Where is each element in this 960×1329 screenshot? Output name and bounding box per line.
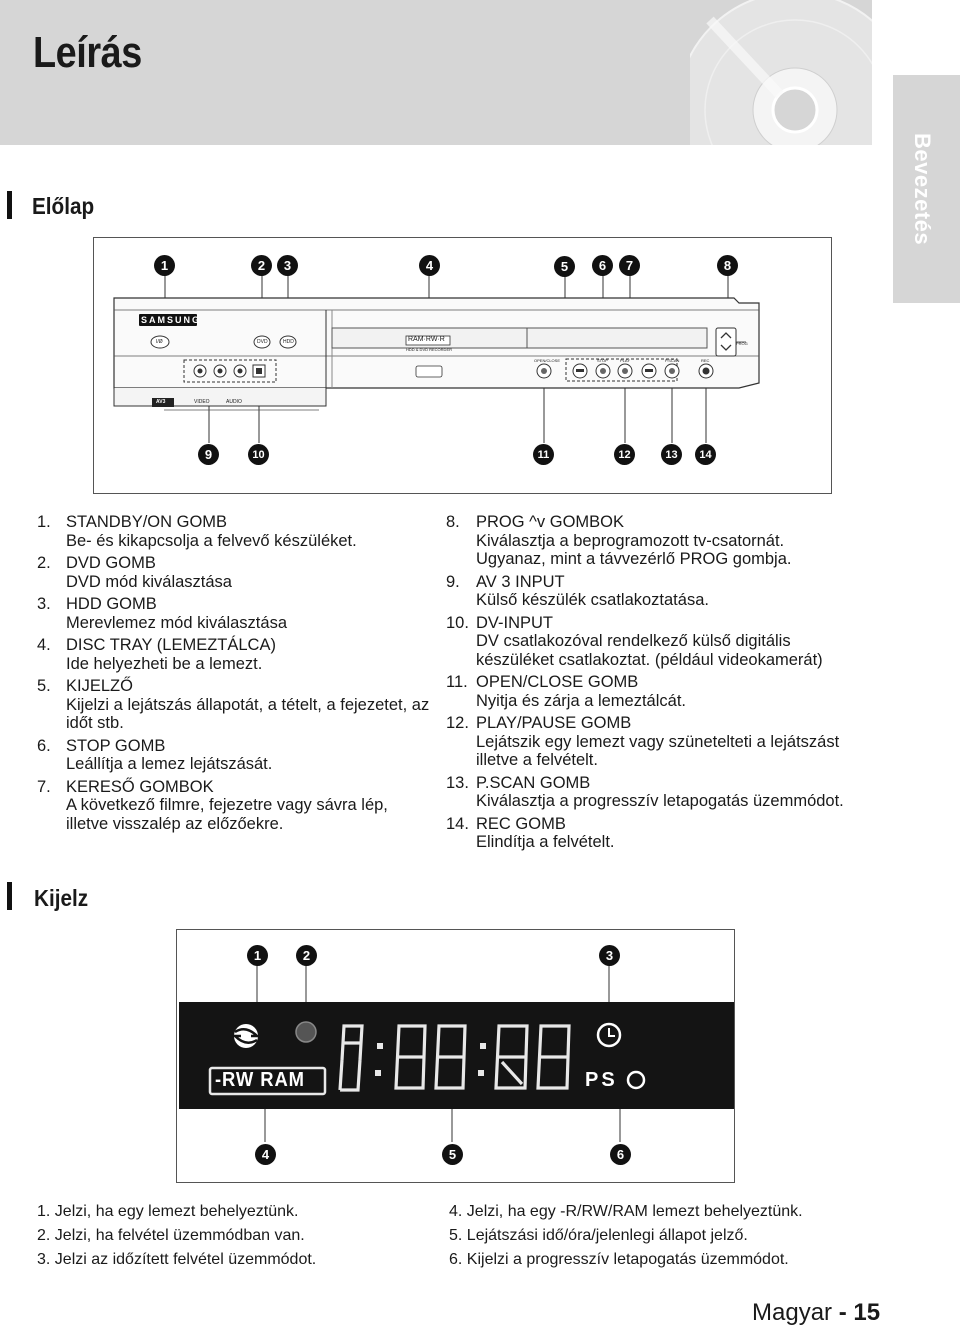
list-item: 4. Jelzi, ha egy -R/RW/RAM lemezt behely… (449, 1203, 803, 1220)
display-figure: -RW RAM PS 1 2 3 4 5 6 (176, 929, 735, 1183)
callout-3: 3 (277, 255, 298, 276)
page-number: Magyar - 15 (752, 1299, 880, 1327)
dvd-button[interactable]: DVD (254, 337, 270, 348)
display-panel (179, 965, 734, 1142)
list-item: 3. Jelzi az időzített felvétel üzemmódot… (37, 1251, 317, 1268)
front-panel-drawing (113, 275, 760, 443)
footer-separator: - (832, 1299, 854, 1326)
hdd-button[interactable]: HDD (280, 337, 296, 348)
display-callout-3: 3 (599, 945, 620, 966)
display-callout-4: 4 (255, 1144, 276, 1165)
footer-language: Magyar (752, 1299, 833, 1326)
display-callout-1: 1 (247, 945, 268, 966)
prog-label: PROG (736, 341, 748, 346)
play-label: PLAY (620, 358, 630, 363)
display-notes-left: 1. Jelzi, ha egy lemezt behelyeztünk. 2.… (37, 1200, 437, 1272)
list-item: 2. Jelzi, ha felvétel üzemmódban van. (37, 1227, 305, 1244)
side-tab: Bevezetés (893, 75, 960, 303)
callout-9: 9 (198, 444, 219, 465)
front-panel-section-title: Előlap (32, 193, 95, 219)
display-section-title: Kijelz (34, 885, 89, 911)
side-tab-label: Bevezetés (910, 133, 935, 246)
list-item: 4.DISC TRAY (LEMEZTÁLCA)Ide helyezheti b… (37, 636, 276, 673)
standby-label: I/Ø (156, 339, 163, 345)
callout-12: 12 (614, 444, 635, 465)
tray-sublabel: HDD & DVD RECORDER (406, 347, 453, 352)
brand-label: SAMSUNG (141, 315, 202, 325)
callout-1: 1 (154, 255, 175, 276)
callout-6: 6 (592, 255, 613, 276)
display-notes-right: 4. Jelzi, ha egy -R/RW/RAM lemezt behely… (449, 1200, 889, 1272)
callout-11: 11 (533, 444, 554, 465)
list-item: 1. Jelzi, ha egy lemezt behelyeztünk. (37, 1203, 299, 1220)
list-item: 5. Lejátszási idő/óra/jelenlegi állapot … (449, 1227, 748, 1244)
hdd-label: HDD (283, 339, 294, 345)
callout-13: 13 (661, 444, 682, 465)
open-close-label: OPEN/CLOSE (534, 358, 561, 363)
list-item: 6. Kijelzi a progresszív letapogatás üze… (449, 1251, 789, 1268)
footer-page: 15 (853, 1299, 881, 1326)
display-callout-6: 6 (610, 1144, 631, 1165)
callout-10: 10 (248, 444, 269, 465)
disc-decoration-icon (690, 0, 872, 145)
stop-label: STOP (597, 358, 608, 363)
progressive-mode-label: PS (585, 1069, 618, 1091)
tray-label: RAM·RW·R (408, 336, 445, 343)
callout-8: 8 (717, 255, 738, 276)
rec-label: REC (701, 358, 710, 363)
callout-7: 7 (619, 255, 640, 276)
dvd-label: DVD (257, 339, 268, 345)
callout-4: 4 (419, 255, 440, 276)
display-callout-2: 2 (296, 945, 317, 966)
audio-label: AUDIO (226, 399, 242, 405)
video-label: VIDEO (194, 399, 210, 405)
section-bar (7, 191, 12, 219)
page-title: Leírás (33, 28, 142, 77)
standby-button[interactable]: I/Ø (152, 337, 169, 348)
disc-type-label: -RW RAM (215, 1069, 305, 1091)
page-header: Leírás (0, 0, 872, 145)
display-callout-5: 5 (442, 1144, 463, 1165)
av3-label: AV3 (156, 399, 166, 405)
pscan-label: P.SCAN (665, 358, 680, 363)
callout-5: 5 (554, 256, 575, 277)
callout-2: 2 (251, 255, 272, 276)
section-bar (7, 882, 12, 910)
front-panel-figure: SAMSUNG I/Ø DVD HDD RAM·RW·R HDD & DVD R… (93, 237, 832, 494)
callout-14: 14 (695, 444, 716, 465)
